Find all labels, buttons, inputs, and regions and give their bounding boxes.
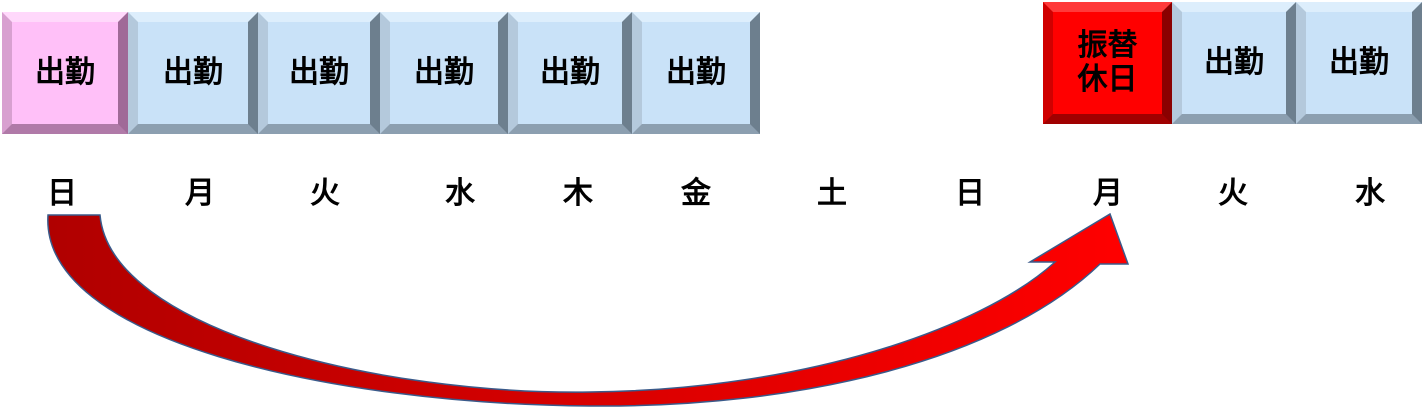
workday-box: 出勤 <box>1172 2 1296 124</box>
workday-box: 出勤 <box>128 12 258 134</box>
box-label: 出勤 <box>1329 44 1389 80</box>
box-label: 出勤 <box>540 54 600 90</box>
day-label: 月 <box>185 176 215 211</box>
day-label: 火 <box>1218 176 1248 211</box>
box-label: 出勤 <box>1204 44 1264 80</box>
box-label: 出勤 <box>289 54 349 90</box>
day-label: 水 <box>1355 176 1385 211</box>
day-label: 火 <box>310 176 340 211</box>
workday-box-sunday: 出勤 <box>2 12 128 134</box>
workday-box: 出勤 <box>380 12 508 134</box>
curved-arrow-icon <box>47 212 1130 407</box>
workday-box: 出勤 <box>1296 2 1422 124</box>
day-label: 日 <box>47 176 77 211</box>
box-label: 振替 休日 <box>1077 27 1138 97</box>
day-label: 木 <box>563 176 593 211</box>
box-label: 出勤 <box>666 54 726 90</box>
box-label: 出勤 <box>163 54 223 90</box>
substitute-holiday-box: 振替 休日 <box>1043 2 1172 124</box>
box-label: 出勤 <box>35 54 95 90</box>
day-label: 金 <box>681 176 711 211</box>
day-label: 月 <box>1093 176 1123 211</box>
workday-box: 出勤 <box>508 12 632 134</box>
day-label: 土 <box>817 176 847 211</box>
day-label: 日 <box>955 176 985 211</box>
workday-box: 出勤 <box>632 12 760 134</box>
day-label: 水 <box>445 176 475 211</box>
workday-box: 出勤 <box>258 12 380 134</box>
box-label: 出勤 <box>414 54 474 90</box>
